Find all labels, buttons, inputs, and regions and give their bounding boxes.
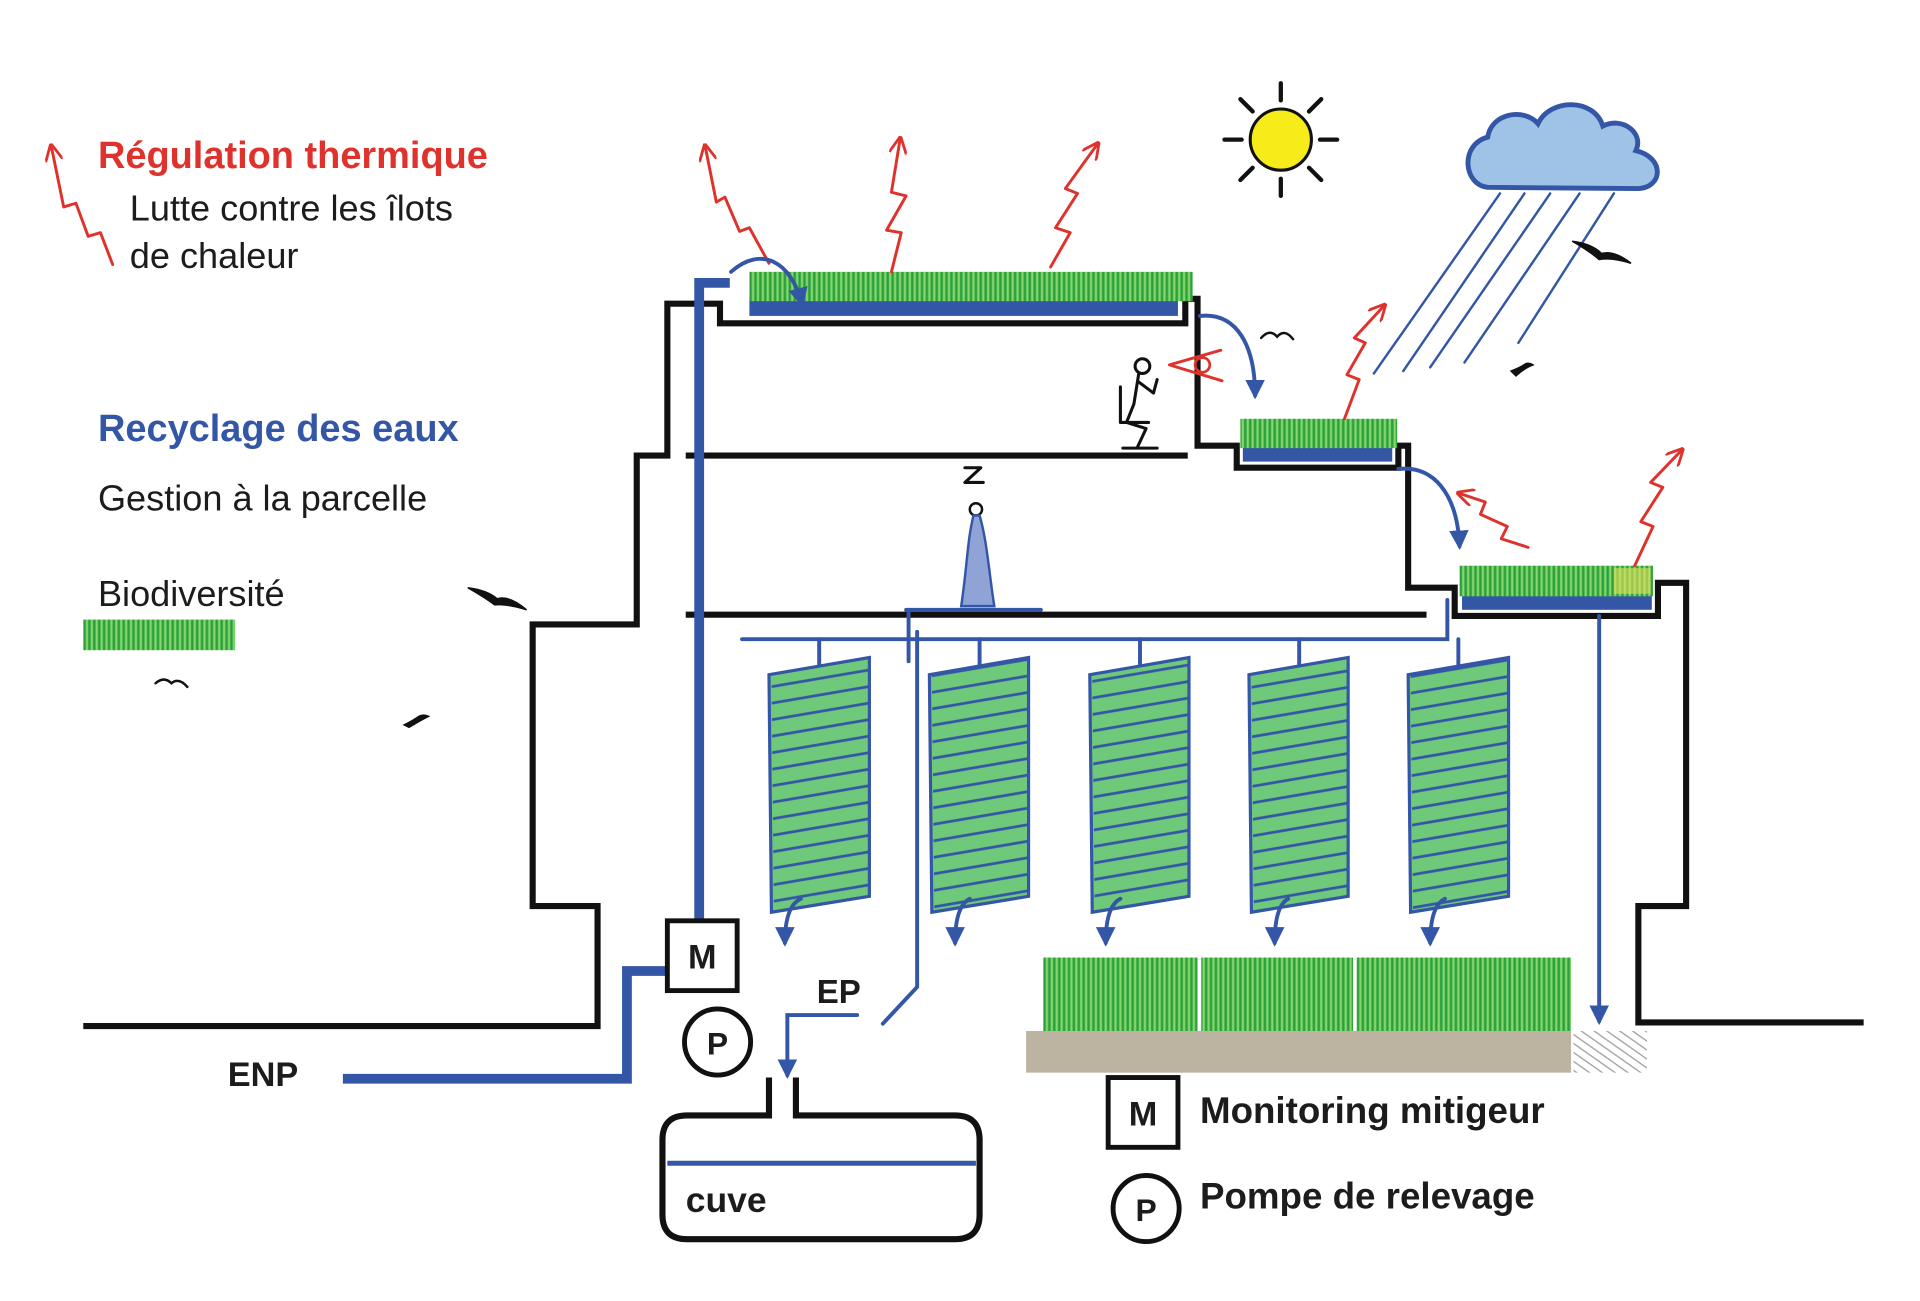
overflow-arrow-middle [1198, 313, 1265, 400]
ep-downpipe [880, 629, 920, 1026]
monitor-box [664, 918, 740, 994]
legend-thermal-line-1: Lutte contre les îlots [130, 187, 453, 228]
bird-icon [402, 714, 431, 729]
enp-supply-pipe [342, 966, 668, 1084]
eye-icon [1167, 348, 1224, 383]
key-monitor-symbol: M [1129, 1095, 1158, 1133]
gravel-patch [1573, 1031, 1647, 1073]
legend-grass-swatch [83, 619, 236, 651]
enp-label: ENP [228, 1056, 298, 1094]
sun-disc [1248, 107, 1313, 172]
legend-thermal-line-2: de chaleur [130, 235, 299, 276]
key-pump-circle [1110, 1173, 1182, 1245]
panel-hangers [817, 637, 1461, 669]
green-roof-lower [1459, 565, 1654, 610]
rainwater-riser-pipe [694, 277, 730, 921]
key-monitor-box [1105, 1075, 1181, 1150]
green-roof-middle [1240, 418, 1398, 462]
overflow-arrow-lower [1396, 466, 1469, 551]
roof-grass [1240, 418, 1398, 449]
ground-grass [1356, 957, 1572, 1032]
legend-water-title: Recyclage des eaux [98, 408, 459, 450]
bird-icon [467, 587, 528, 611]
legend-biodiversity-label: Biodiversité [98, 573, 285, 614]
legend-thermal-title: Régulation thermique [98, 135, 488, 177]
sun-rays [1222, 81, 1340, 199]
hanging-figure-icon [959, 466, 996, 608]
green-wall-panel [1088, 655, 1191, 915]
heat-incoming-arrow-icon [1460, 493, 1530, 549]
overflow-arrow-top [729, 257, 808, 308]
sun-icon [1222, 81, 1340, 199]
ep-label: EP [817, 974, 861, 1011]
rain-cloud-icon [1465, 102, 1660, 192]
roof-grass [749, 271, 1193, 302]
green-wall-panel [927, 655, 1031, 915]
person-icon [1118, 357, 1159, 450]
ground-grass [1201, 957, 1354, 1032]
soil-bed [1026, 1031, 1572, 1073]
heat-arrow-icon [1343, 306, 1383, 421]
building-outline [83, 295, 1864, 1030]
key-pump-label: Pompe de relevage [1200, 1176, 1535, 1217]
roof-water-layer [1242, 445, 1393, 462]
pump-circle [682, 1006, 754, 1078]
pump-symbol: P [707, 1025, 728, 1061]
legend-thermal-arrow-icon [51, 147, 115, 266]
rain-icon [1372, 192, 1616, 375]
legend-water-subtitle: Gestion à la parcelle [98, 478, 427, 519]
ground-grass [1043, 957, 1198, 1032]
bird-icon [1571, 240, 1632, 264]
heat-arrow-icon [705, 147, 771, 265]
tank-label: cuve [686, 1180, 767, 1220]
monitor-symbol: M [688, 939, 717, 977]
heat-arrow-icon [885, 140, 907, 274]
bird-icon [1259, 331, 1295, 341]
distribution-pipe [740, 598, 1450, 642]
green-wall-panel [1247, 655, 1350, 915]
key-pump-symbol: P [1136, 1192, 1157, 1228]
roof-water-layer [1462, 592, 1652, 610]
heat-arrow-icon [1049, 144, 1098, 269]
key-legend: M Monitoring mitigeur P Pompe de relevag… [1105, 1075, 1545, 1245]
green-roof-top [749, 271, 1193, 316]
ep-inlet-arrow [777, 1013, 860, 1080]
roof-dry-grass [1613, 568, 1651, 594]
green-wall-panel [1406, 655, 1511, 915]
heat-arrow-icon [1633, 451, 1682, 568]
water-tank [659, 1077, 983, 1243]
roof-water-layer [749, 298, 1178, 316]
green-wall-panel [767, 655, 871, 915]
panel-drip-arrows [775, 896, 1447, 947]
key-monitor-label: Monitoring mitigeur [1200, 1090, 1545, 1131]
bird-icon [1509, 362, 1535, 377]
bird-icon [154, 678, 189, 689]
